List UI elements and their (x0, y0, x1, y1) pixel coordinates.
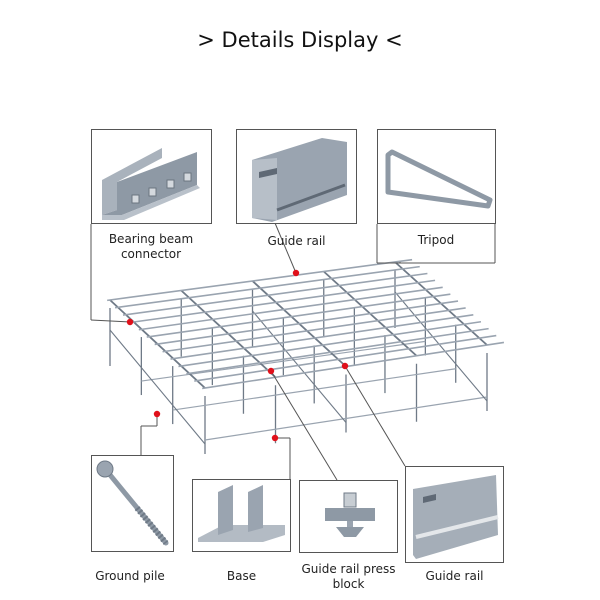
guide-rail-beam (186, 327, 489, 375)
leader-line (344, 365, 406, 467)
guide-rail-top-label: Guide rail (267, 234, 326, 248)
brace-beam (252, 310, 347, 423)
base-image (198, 485, 285, 542)
ground-pile-label: Ground pile (95, 569, 165, 583)
leader-line (274, 222, 297, 274)
bearing-beam-connector-image (102, 148, 200, 220)
guide-rail-beam (138, 286, 443, 331)
bearing-beam-connector-box (91, 129, 212, 224)
guide-rail-bottom-box (405, 466, 504, 563)
guide-rail-press-block-label: Guide rail press block (301, 562, 396, 591)
marker-dot (153, 410, 161, 418)
guide-rail-beam (202, 341, 505, 390)
guide-rail-top-image (252, 138, 347, 222)
guide-rail-beam (162, 307, 466, 353)
leader-line (90, 319, 131, 323)
marker-dot (126, 318, 134, 326)
guide-rail-beam (122, 272, 428, 316)
base-box (192, 479, 291, 552)
base-label: Base (226, 569, 257, 583)
tripod-box (377, 129, 496, 224)
ground-pile-image (96, 460, 169, 546)
guide-rail-beam (170, 314, 474, 360)
guide-rail-beam (154, 300, 459, 346)
tie-beam (172, 368, 456, 411)
brace-beam (394, 291, 488, 402)
marker-dot (292, 269, 300, 277)
guide-rail-beam (107, 258, 413, 302)
guide-rail-press-block-image (325, 492, 375, 537)
guide-rail-bottom-label: Guide rail (425, 569, 484, 583)
guide-rail-beam (146, 293, 451, 338)
bearing-beam-connector-label: Bearing beam connector (108, 232, 194, 261)
tripod-label: Tripod (417, 233, 455, 247)
guide-rail-top-box (236, 129, 357, 224)
guide-rail-beam (178, 320, 482, 368)
marker-dot (271, 434, 279, 442)
marker-dot (267, 367, 275, 375)
guide-rail-bottom-image (413, 475, 499, 559)
tie-beam (204, 396, 488, 441)
page-title: > Details Display < (197, 28, 403, 52)
guide-rail-beam (194, 334, 497, 382)
ground-pile-box (91, 455, 174, 552)
tie-beam (141, 340, 426, 382)
guide-rail-beam (130, 279, 436, 324)
brace-beam (109, 329, 206, 445)
guide-rail-beam (114, 265, 420, 309)
tripod-image (385, 149, 493, 209)
leader-line (270, 370, 338, 481)
guide-rail-press-block-box (299, 480, 398, 553)
marker-dot (341, 362, 349, 370)
